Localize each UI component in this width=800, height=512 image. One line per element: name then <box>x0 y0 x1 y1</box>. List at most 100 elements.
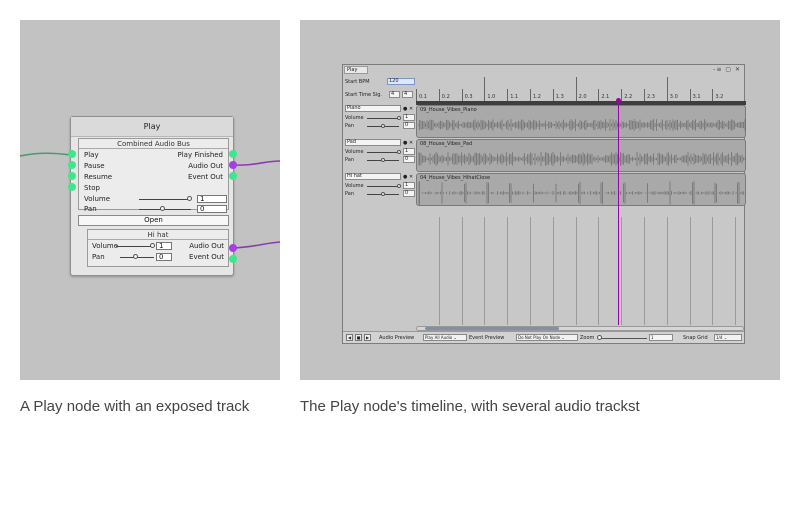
time-sig-numerator[interactable]: 4 <box>389 91 400 98</box>
track-name-field[interactable]: Hi hat <box>345 173 401 180</box>
pan-slider[interactable] <box>139 209 191 210</box>
track-pan-label: Pan <box>345 191 355 197</box>
window-controls[interactable]: -≡ ▢ ✕ <box>713 66 741 73</box>
audio-clip-name: 04_House_Vibes_HihatClose <box>420 175 491 181</box>
track-volume-slider-knob[interactable] <box>397 116 401 120</box>
window-tab[interactable]: Play <box>344 66 368 74</box>
track-volume-slider[interactable] <box>367 118 399 119</box>
pan-slider-knob[interactable] <box>160 206 165 211</box>
track-pan-label: Pan <box>345 123 355 129</box>
track-event-out-port[interactable] <box>229 255 237 263</box>
ruler-label: 0.3 <box>464 94 473 100</box>
event-preview-label: Event Preview <box>469 335 505 341</box>
grid-line <box>575 217 577 325</box>
track-volume-field[interactable]: 1 <box>403 148 415 155</box>
track-pan-field[interactable]: 0 <box>403 190 415 197</box>
track-pan-slider-knob[interactable] <box>381 192 385 196</box>
track-volume-slider-knob[interactable] <box>150 243 155 248</box>
ruler-label: 2.2 <box>624 94 633 100</box>
track-pan-field[interactable]: 0 <box>403 122 415 129</box>
rewind-button[interactable]: ◀ <box>346 334 353 341</box>
track-volume-slider-knob[interactable] <box>397 184 401 188</box>
track-volume-slider[interactable] <box>367 152 399 153</box>
timeline-window: Play -≡ ▢ ✕ Start BPM 120 Start Time Sig… <box>342 64 746 344</box>
input-play-label: Play <box>84 151 99 159</box>
combined-audio-bus: Combined Audio Bus Play Pause Resume Sto… <box>78 138 229 213</box>
waveform <box>418 152 746 166</box>
track-pan-field[interactable]: 0 <box>403 156 415 163</box>
ruler-tick <box>552 89 554 101</box>
track-audio-out-port[interactable] <box>229 244 237 252</box>
bottom-toolbar: ◀ ■ ▶ Audio Preview Play All Audio ⌄ Eve… <box>343 331 744 343</box>
open-button[interactable]: Open <box>78 215 229 226</box>
zoom-slider[interactable] <box>599 338 647 339</box>
grid-line <box>712 217 714 325</box>
stop-input-port[interactable] <box>68 183 76 191</box>
track-volume-label: Volume <box>345 149 364 155</box>
ruler-tick <box>416 89 417 101</box>
ruler-label: 0.2 <box>441 94 450 100</box>
time-sig-denominator[interactable]: 4 <box>402 91 413 98</box>
audio-preview-label: Audio Preview <box>379 335 415 341</box>
ruler-band <box>416 101 746 105</box>
zoom-slider-knob[interactable] <box>597 335 602 340</box>
track-audio-out-label: Audio Out <box>189 242 224 250</box>
audio-clip-lane[interactable]: 09_House_Vibes_Piano <box>416 105 746 138</box>
scrollbar-thumb[interactable] <box>425 327 559 330</box>
exposed-track: Hi hat Volume 1 Pan 0 Audio Out Event Ou… <box>87 229 229 267</box>
event-preview-dropdown[interactable]: Do Not Play On Node ⌄ <box>516 334 578 341</box>
track-mute-remove-icon[interactable]: ● ✕ <box>403 106 414 112</box>
play-node[interactable]: Play Combined Audio Bus Play Pause Resum… <box>70 116 234 276</box>
track-pan-slider-knob[interactable] <box>381 124 385 128</box>
track-volume-label: Volume <box>345 183 364 189</box>
grid-line <box>552 217 554 325</box>
track-title: Hi hat <box>88 230 228 240</box>
start-bpm-field[interactable]: 120 <box>387 78 415 85</box>
track-name-field[interactable]: Piano <box>345 105 401 112</box>
waveform <box>418 119 746 131</box>
time-sig-label: Start Time Sig. <box>345 92 382 98</box>
track-volume-slider[interactable] <box>116 246 154 247</box>
audio-clip-name: 09_House_Vibes_Piano <box>420 107 477 113</box>
ruler-tick <box>507 89 509 101</box>
playhead-handle[interactable] <box>616 98 621 103</box>
track-pan-field[interactable]: 0 <box>156 253 172 261</box>
volume-field[interactable]: 1 <box>197 195 227 203</box>
snap-grid-dropdown[interactable]: 1/4 ⌄ <box>714 334 742 341</box>
resume-input-port[interactable] <box>68 172 76 180</box>
output-audio-out-label: Audio Out <box>188 162 223 170</box>
track-mute-remove-icon[interactable]: ● ✕ <box>403 140 414 146</box>
track-volume-field[interactable]: 1 <box>403 182 415 189</box>
track-volume-field[interactable]: 1 <box>156 242 172 250</box>
audio-clip-lane[interactable]: 08_House_Vibes_Pad <box>416 139 746 172</box>
grid-line <box>461 217 463 325</box>
event-out-port[interactable] <box>229 172 237 180</box>
pan-field[interactable]: 0 <box>197 205 227 213</box>
play-finished-output-port[interactable] <box>229 150 237 158</box>
play-button[interactable]: ▶ <box>364 334 371 341</box>
ruler-tick <box>644 89 645 101</box>
play-input-port[interactable] <box>68 150 76 158</box>
ruler-tick <box>598 89 600 101</box>
pause-input-port[interactable] <box>68 161 76 169</box>
audio-out-wire <box>232 160 280 166</box>
track-volume-slider-knob[interactable] <box>397 150 401 154</box>
track-pan-slider-knob[interactable] <box>133 254 138 259</box>
track-volume-field[interactable]: 1 <box>403 114 415 121</box>
track-pan-slider-knob[interactable] <box>381 158 385 162</box>
track-mute-remove-icon[interactable]: ● ✕ <box>403 174 414 180</box>
zoom-field[interactable]: 1 <box>649 334 673 341</box>
bus-title: Combined Audio Bus <box>79 139 228 149</box>
audio-preview-dropdown[interactable]: Play All Audio ⌄ <box>423 334 467 341</box>
volume-slider-knob[interactable] <box>187 196 192 201</box>
track-name-field[interactable]: Pad <box>345 139 401 146</box>
stop-button[interactable]: ■ <box>355 334 362 341</box>
horizontal-scrollbar[interactable] <box>416 326 744 331</box>
playhead[interactable] <box>618 99 619 325</box>
audio-out-port[interactable] <box>229 161 237 169</box>
audio-clip-lane[interactable]: 04_House_Vibes_HihatClose <box>416 173 746 206</box>
track-volume-slider[interactable] <box>367 186 399 187</box>
volume-slider[interactable] <box>139 199 191 200</box>
ruler-label: 3.2 <box>715 94 724 100</box>
